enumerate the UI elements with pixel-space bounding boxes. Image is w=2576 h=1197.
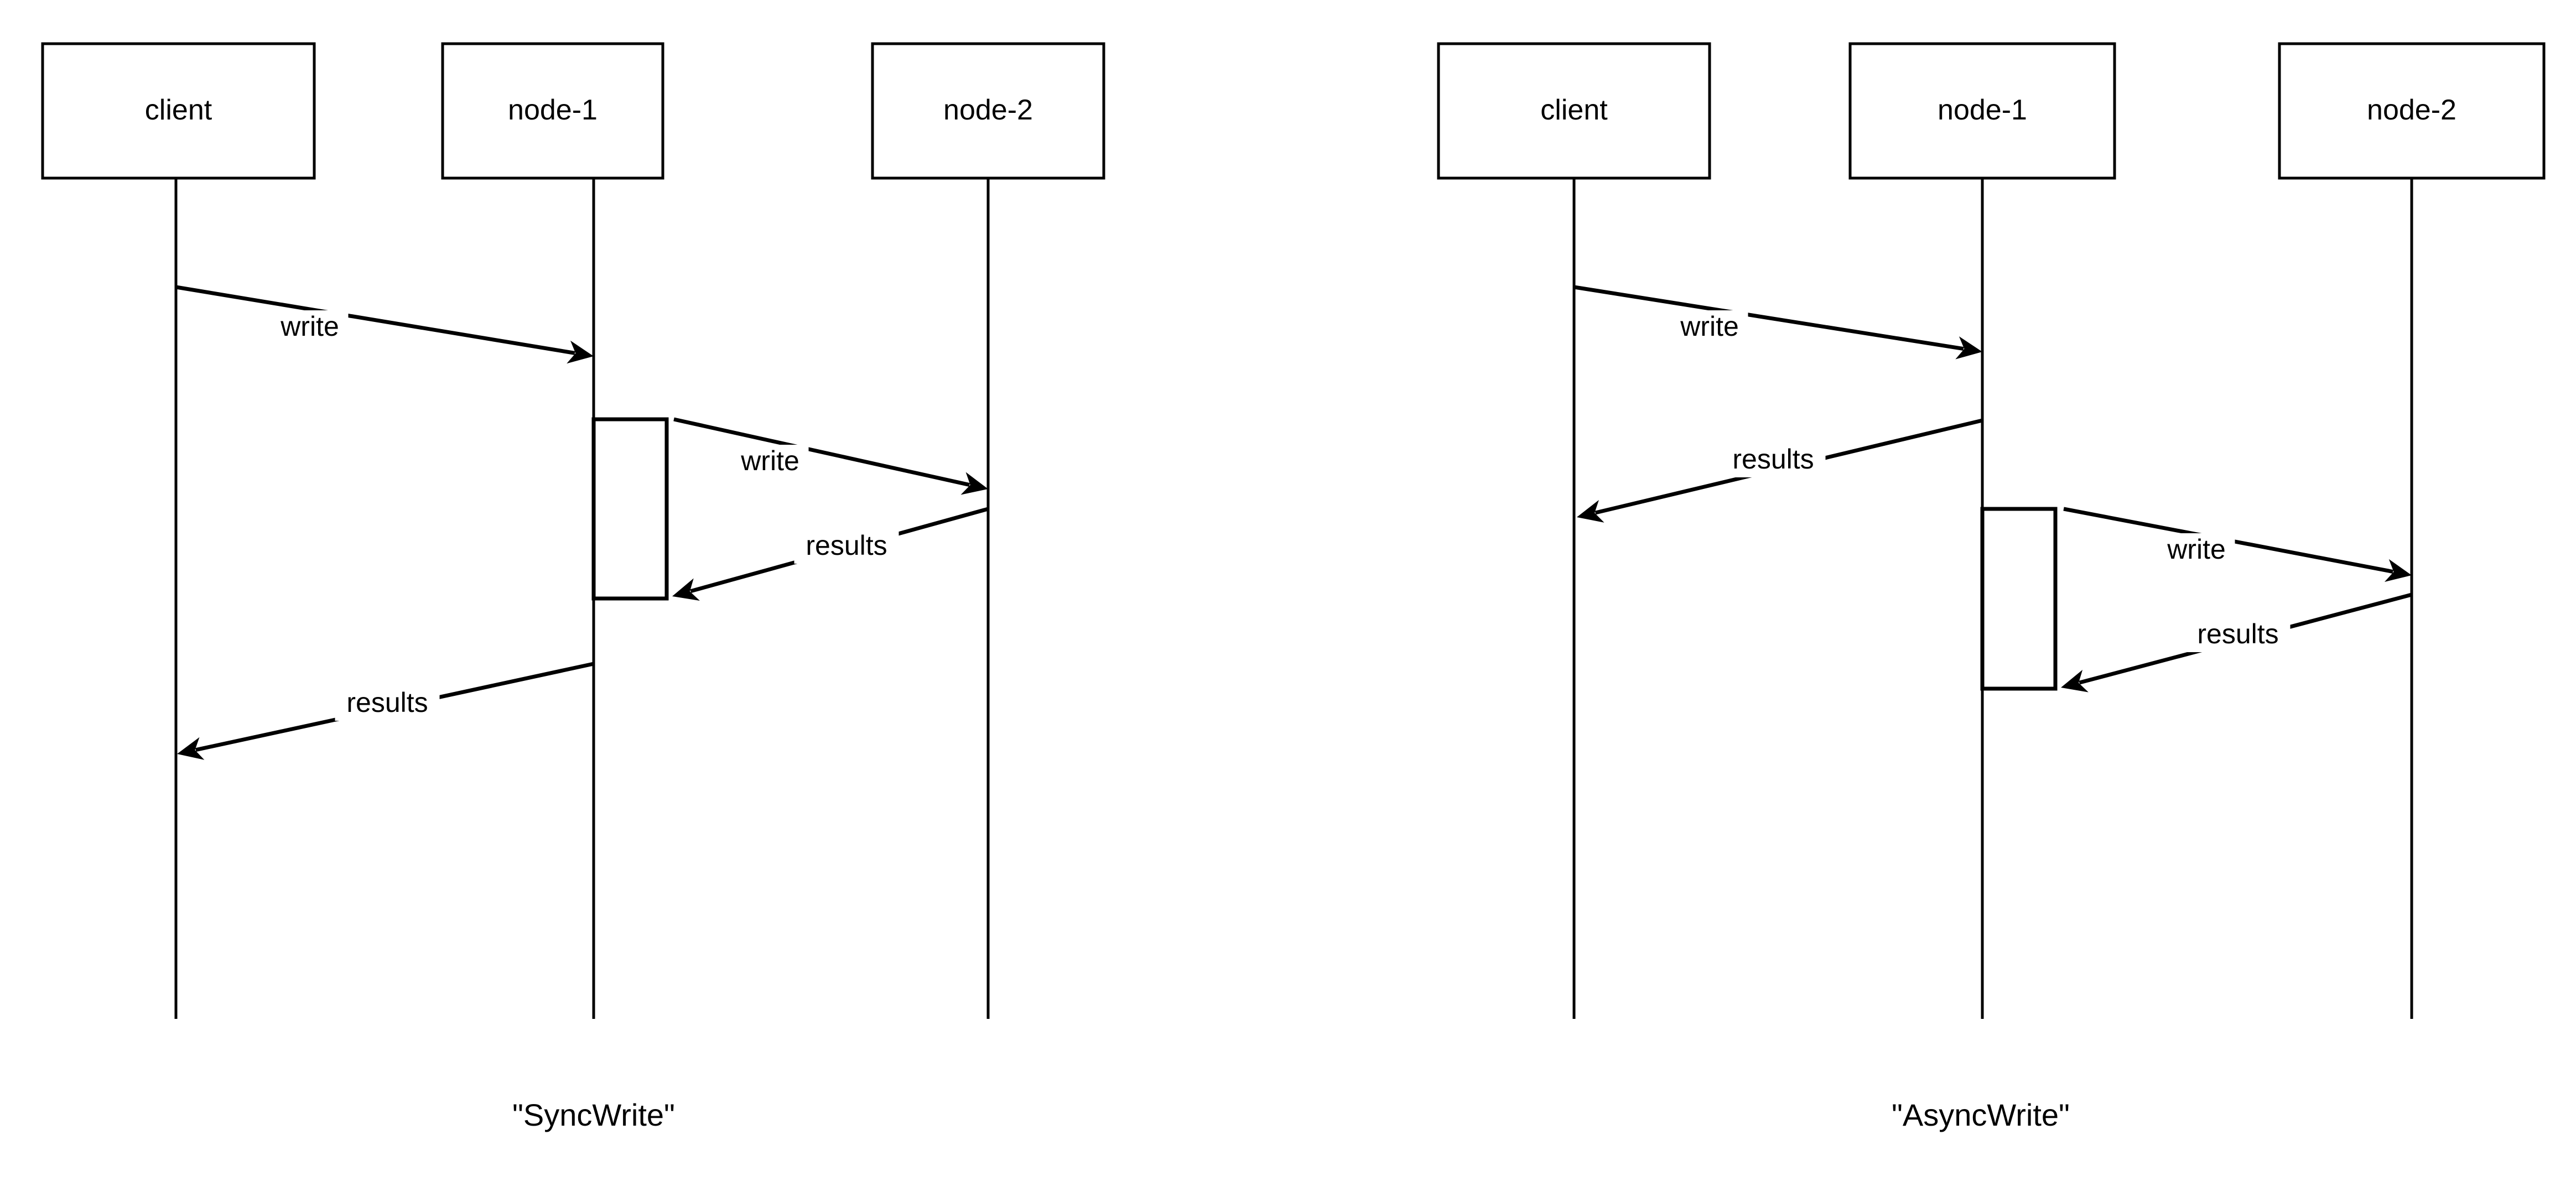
message-label-bg-results-2	[794, 529, 899, 564]
arrow-head-write-1	[960, 472, 988, 495]
message-write-0: write	[175, 285, 594, 364]
participant-label-node-2: node-2	[2367, 94, 2456, 126]
arrow-head-results-3	[177, 737, 205, 760]
message-label-results-1: results	[1732, 444, 1814, 475]
participant-label-client: client	[1540, 94, 1608, 126]
activation-box-node-1-0	[1980, 507, 2058, 691]
message-line-write-0	[1573, 285, 1964, 351]
message-label-bg-write-2	[2158, 533, 2235, 568]
message-label-results-3: results	[346, 687, 428, 718]
message-label-bg-results-3	[2185, 618, 2291, 652]
activation-box-node-1-0	[591, 417, 669, 601]
participant-label-node-1: node-1	[508, 94, 598, 126]
diagram-sync-write: client node-1 node-2 write write results resul…	[41, 42, 1105, 1132]
arrow-head-results-3	[2061, 669, 2089, 693]
message-label-write-1: write	[740, 445, 799, 476]
message-label-bg-write-0	[1671, 310, 1748, 345]
message-label-bg-results-1	[1721, 443, 1826, 477]
participant-label-node-1: node-1	[1938, 94, 2027, 126]
participant-box-node-1[interactable]	[441, 42, 664, 180]
message-write-2: write	[2063, 507, 2412, 582]
message-label-write-0: write	[280, 311, 339, 342]
message-label-bg-write-1	[731, 445, 809, 479]
message-line-write-1	[673, 417, 970, 487]
diagram-caption-async-write: "AsyncWrite"	[1892, 1097, 2070, 1132]
message-label-bg-results-3	[335, 686, 440, 721]
participant-box-node-2[interactable]	[871, 42, 1105, 180]
message-write-0: write	[1573, 285, 1982, 360]
arrow-head-write-0	[567, 340, 594, 364]
arrow-head-write-2	[2384, 559, 2412, 582]
participant-label-node-2: node-2	[943, 94, 1033, 126]
participant-box-node-1[interactable]	[1848, 42, 2116, 180]
participant-box-node-2[interactable]	[2278, 42, 2546, 180]
message-label-write-0: write	[1680, 311, 1739, 342]
diagram-caption-sync-write: "SyncWrite"	[512, 1097, 675, 1132]
arrow-head-write-0	[1955, 336, 1982, 360]
message-label-write-2: write	[2167, 534, 2226, 565]
message-results-1: results	[1577, 418, 1983, 523]
message-label-results-2: results	[806, 530, 887, 561]
message-write-1: write	[673, 417, 988, 495]
message-label-results-3: results	[2197, 618, 2278, 649]
message-results-3: results	[2061, 592, 2412, 693]
participant-box-client[interactable]	[1437, 42, 1711, 180]
message-line-write-0	[175, 285, 575, 355]
arrow-head-results-1	[1577, 499, 1604, 523]
message-label-bg-write-0	[271, 310, 349, 345]
participant-label-client: client	[145, 94, 212, 126]
diagram-async-write: client node-1 node-2 write results write resul…	[1437, 42, 2546, 1132]
participant-box-client[interactable]	[41, 42, 316, 180]
message-results-3: results	[177, 662, 594, 760]
arrow-head-results-2	[672, 578, 700, 601]
message-results-2: results	[672, 507, 989, 601]
